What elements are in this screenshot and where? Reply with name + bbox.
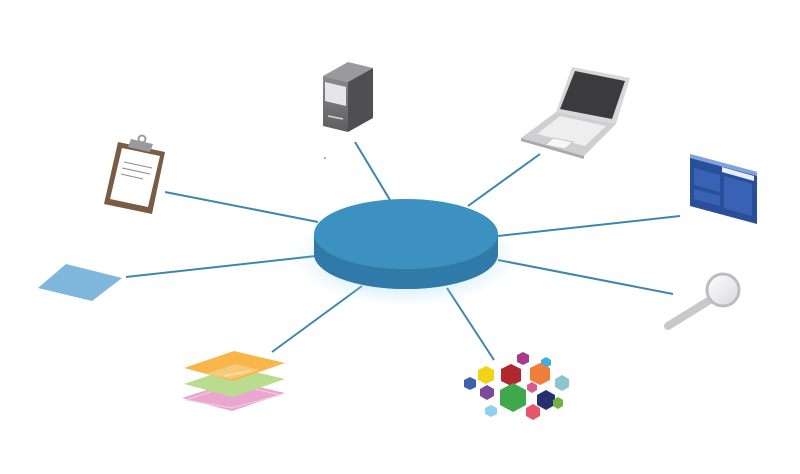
blue-sheet-icon [38, 264, 122, 301]
connector-window [497, 215, 681, 237]
connector-sheet [125, 255, 317, 278]
clipboard-icon [104, 134, 165, 214]
magnifying-glass-icon [664, 272, 741, 330]
server-tower-icon [323, 62, 373, 159]
database-disc-icon [294, 199, 518, 306]
blue-window-icon [690, 154, 757, 224]
connector-clipboard [164, 191, 319, 223]
laptop-icon [521, 67, 630, 159]
connector-laptop [467, 153, 541, 207]
connector-search [497, 259, 674, 295]
stacked-layers-icon [182, 351, 285, 411]
colored-cubes-icon [464, 352, 569, 420]
connector-server [354, 141, 391, 201]
